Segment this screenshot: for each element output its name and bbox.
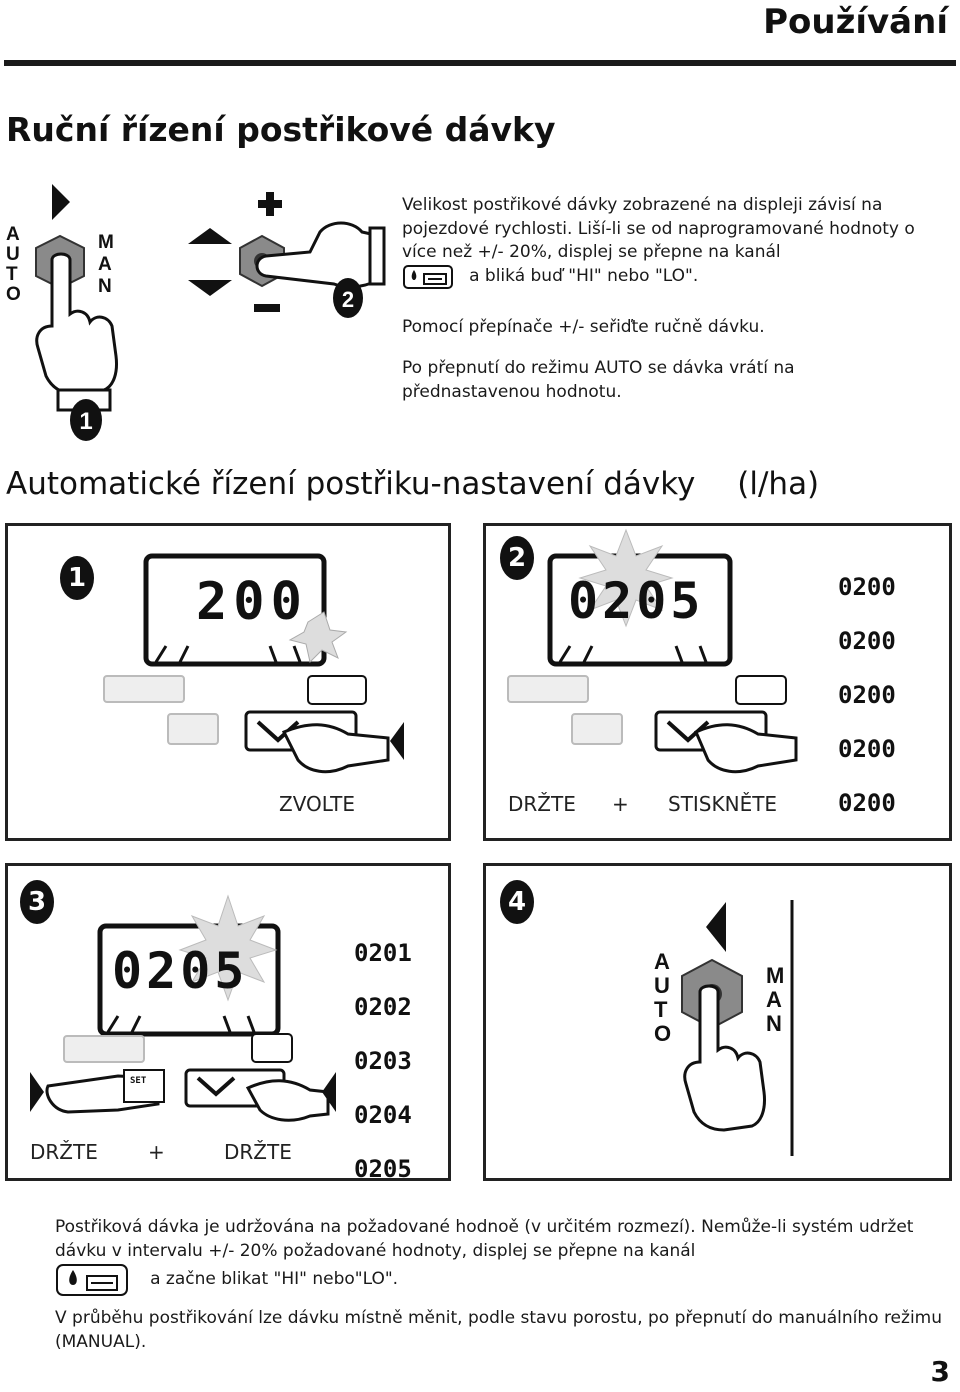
page-number: 3: [930, 1355, 950, 1388]
step-badge: 2: [500, 536, 534, 580]
svg-text:1: 1: [79, 408, 92, 435]
sequence-item: 0200: [838, 735, 896, 763]
display-value: 0205: [112, 942, 249, 1000]
panel3-label-hold-2: DRŽTE: [224, 1140, 292, 1164]
sequence-item: 0200: [838, 573, 896, 601]
auto-heading-unit: (l/ha): [737, 466, 820, 502]
minus-icon: [254, 304, 280, 312]
footer-paragraph-2: V průběhu postřikování lze dávku místně …: [55, 1308, 942, 1352]
svg-text:U: U: [6, 244, 20, 265]
manual-section-heading: Ruční řízení postřikové dávky: [6, 110, 556, 149]
sequence-item: 0205: [354, 1155, 412, 1183]
right-arrow-icon: [30, 1072, 44, 1112]
switch-auto-label: AUTO: [6, 224, 21, 305]
step2-badge: [333, 278, 363, 318]
panel3-sequence: 0201 0202 0203 0204 0205: [354, 926, 412, 1196]
display-value: 200: [196, 572, 308, 632]
manual-control-illustration: AUTO MAN 1 2: [6, 184, 386, 441]
panel2-label-press: STISKNĚTE: [668, 792, 778, 816]
auto-section-heading: Automatické řízení postřiku-nastavení dá…: [6, 466, 819, 502]
left-arrow-icon: [390, 722, 404, 760]
step2-panel: 2 0205 0200 0200 0200 0200 0200 DRŽTE + …: [483, 523, 952, 841]
header-rule: [4, 60, 956, 66]
manual-paragraph-1: Velikost postřikové dávky zobrazené na d…: [402, 195, 915, 262]
up-arrow-icon: [188, 228, 232, 244]
panel3-label-hold: DRŽTE: [30, 1140, 98, 1164]
step4-panel: 4 AUTO MAN: [483, 863, 952, 1181]
sequence-item: 0204: [354, 1101, 412, 1129]
svg-text:N: N: [98, 276, 112, 297]
sequence-item: 0201: [354, 939, 412, 967]
step3-display-graphic: [30, 894, 336, 1122]
footer-paragraph-1b: a začne blikat "HI" nebo"LO".: [150, 1269, 399, 1290]
step3-panel: 3 SET 0205 0201 0202 0203 0204 0205 DRŽT…: [5, 863, 451, 1183]
step-badge: 3: [20, 880, 54, 924]
hand-icon: [694, 723, 798, 774]
set-button-label: SET: [130, 1076, 147, 1086]
step-badge: 1: [60, 556, 94, 600]
hand-icon: [35, 252, 118, 396]
step1-display-graphic: [103, 553, 404, 774]
channel-icon: [56, 1264, 128, 1296]
step1-badge: [70, 399, 102, 441]
sequence-item: 0203: [354, 1047, 412, 1075]
step4-switch-graphic: [681, 900, 794, 1156]
channel-line: a bliká buď "HI" nebo "LO".: [402, 264, 954, 290]
svg-text:2: 2: [342, 287, 354, 312]
display-value: 0205: [568, 572, 705, 630]
sequence-item: 0202: [354, 993, 412, 1021]
channel-icon: [403, 265, 453, 289]
step-badge: 4: [500, 880, 534, 924]
hand-icon: [245, 1079, 330, 1122]
svg-text:T: T: [6, 264, 18, 285]
sequence-item: 0200: [838, 627, 896, 655]
panel1-label: ZVOLTE: [279, 792, 356, 816]
page-header-title: Používání: [763, 2, 948, 42]
footer-paragraph-1: Postřiková dávka je udržována na požadov…: [55, 1217, 914, 1261]
hand-icon: [255, 221, 382, 289]
plus-icon: [266, 192, 274, 216]
step1-panel: 1 200 ZVOLTE: [5, 523, 451, 841]
panel2-label-hold: DRŽTE: [508, 792, 576, 816]
manual-paragraph-4: Po přepnutí do režimu AUTO se dávka vrát…: [402, 358, 795, 402]
panel3-label-plus: +: [148, 1140, 165, 1164]
panel2-sequence: 0200 0200 0200 0200 0200: [838, 560, 896, 830]
switch-auto-label: AUTO: [654, 949, 672, 1046]
hand-icon: [683, 984, 766, 1132]
sequence-item: 0200: [838, 681, 896, 709]
step2-display-graphic: [507, 528, 798, 774]
svg-text:A: A: [6, 224, 20, 245]
manual-paragraph-3: Pomocí přepínače +/- seřiďte ručně dávku…: [402, 317, 765, 337]
down-arrow-icon: [188, 280, 232, 296]
left-arrow-icon: [322, 1072, 336, 1112]
svg-text:A: A: [98, 254, 112, 275]
svg-text:O: O: [6, 284, 21, 305]
hand-icon: [281, 723, 390, 774]
left-arrow-icon: [706, 902, 726, 952]
auto-heading-text: Automatické řízení postřiku-nastavení dá…: [6, 466, 696, 502]
switch-man-label: MAN: [98, 232, 114, 297]
manual-paragraph-2: a bliká buď "HI" nebo "LO".: [469, 266, 699, 287]
panel2-label-plus: +: [612, 792, 629, 816]
left-arrow-icon: [52, 184, 70, 220]
sequence-item: 0200: [838, 789, 896, 817]
switch-man-label: MAN: [766, 963, 785, 1036]
footer-channel-line: a začne blikat "HI" nebo"LO".: [55, 1263, 655, 1297]
svg-text:M: M: [98, 232, 114, 253]
